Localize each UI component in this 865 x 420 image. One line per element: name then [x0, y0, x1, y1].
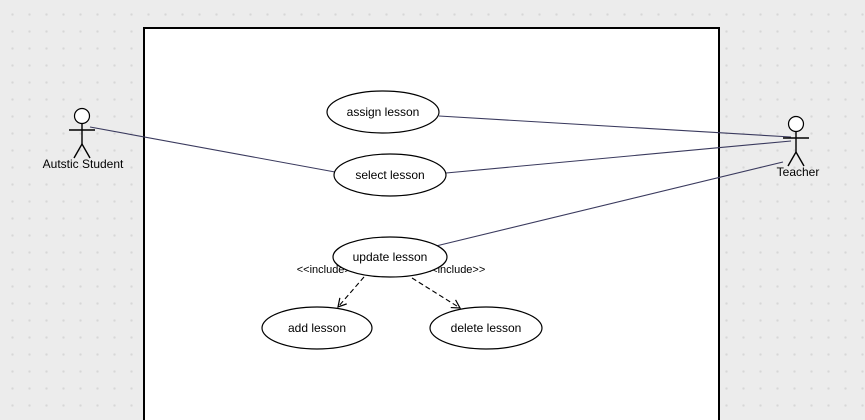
usecase-select-lesson[interactable]: select lesson: [333, 153, 447, 197]
actor-legs: [73, 142, 91, 159]
usecase-ellipse: [261, 306, 373, 350]
usecase-ellipse: [333, 153, 447, 197]
actor-label: Teacher: [777, 165, 820, 179]
include-arrow-update-to-delete[interactable]: [411, 277, 462, 309]
actor-head-icon: [787, 115, 805, 133]
usecase-add-lesson[interactable]: add lesson: [261, 306, 373, 350]
actor-label: Autstic Student: [43, 157, 124, 171]
include-arrow-update-to-add[interactable]: [337, 276, 365, 308]
usecase-label: update lesson: [353, 250, 428, 264]
actor-legs: [787, 150, 805, 167]
usecase-delete-lesson[interactable]: delete lesson: [429, 306, 543, 350]
association-student-select-lesson[interactable]: [89, 126, 336, 173]
usecase-ellipse: [326, 90, 440, 134]
usecase-ellipse: [332, 236, 448, 278]
usecase-label: select lesson: [355, 168, 424, 182]
system-boundary[interactable]: [143, 27, 720, 420]
usecase-label: add lesson: [288, 321, 346, 335]
usecase-assign-lesson[interactable]: assign lesson: [326, 90, 440, 134]
usecase-update-lesson[interactable]: update lesson: [332, 236, 448, 278]
association-teacher-select-lesson[interactable]: [445, 140, 792, 174]
actor-teacher[interactable]: Teacher: [777, 115, 820, 180]
usecase-label: delete lesson: [451, 321, 522, 335]
usecase-ellipse: [429, 306, 543, 350]
actor-autstic-student[interactable]: Autstic Student: [43, 107, 124, 172]
actor-head-icon: [73, 107, 91, 125]
association-teacher-update-lesson[interactable]: [435, 161, 784, 247]
association-teacher-assign-lesson[interactable]: [438, 115, 792, 138]
usecase-label: assign lesson: [347, 105, 420, 119]
